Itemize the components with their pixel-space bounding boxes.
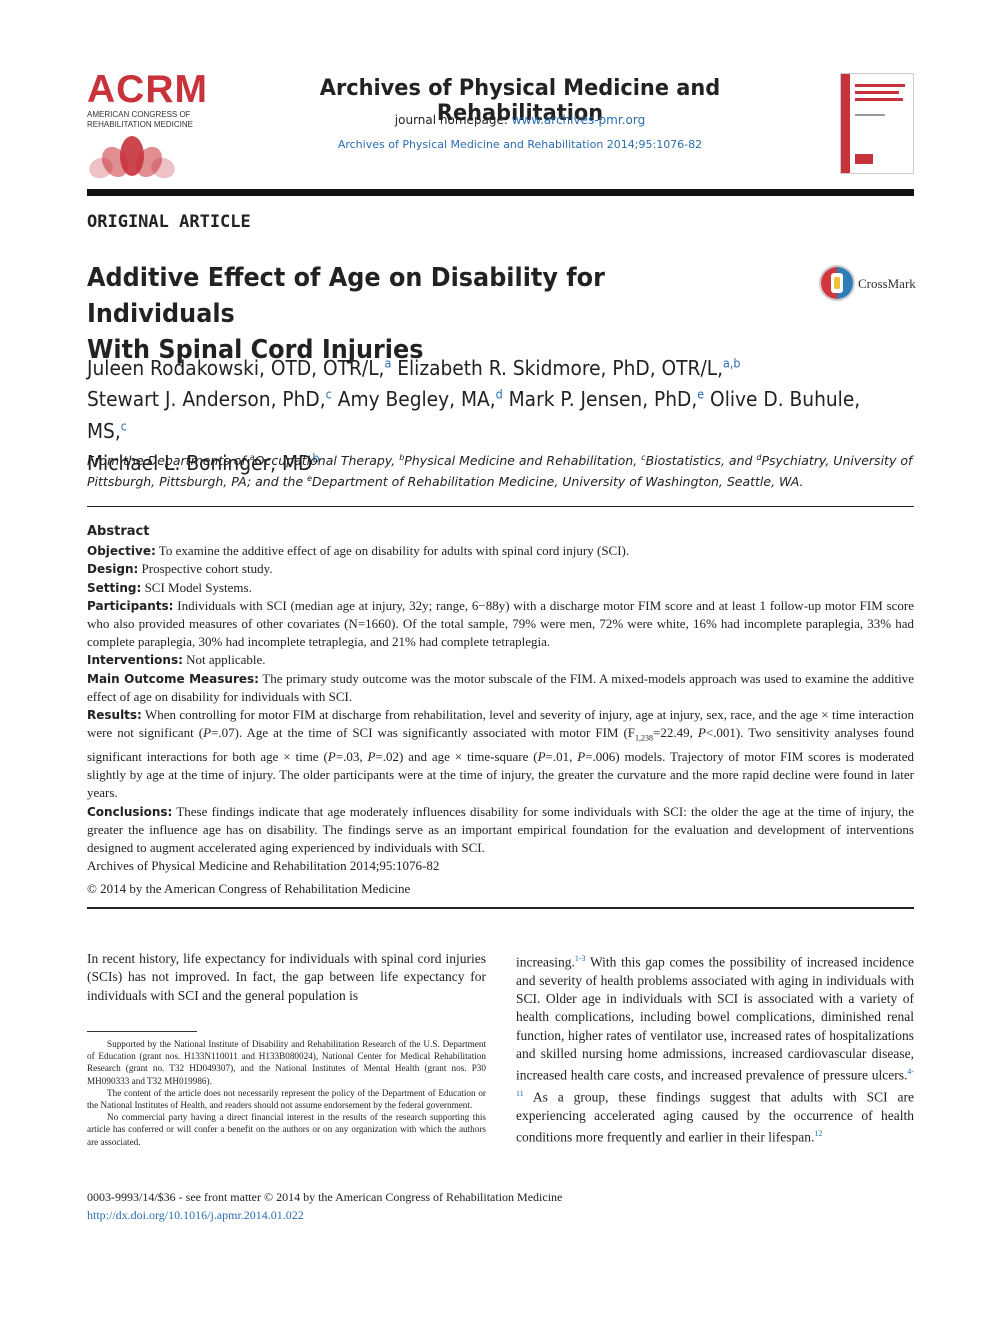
ref-link-4-11[interactable]: 4-11 <box>516 1067 914 1099</box>
journal-title: Archives of Physical Medicine and Rehabi… <box>319 76 721 126</box>
crossmark-icon <box>819 265 855 301</box>
ref-link-1-3[interactable]: 1-3 <box>574 954 586 963</box>
homepage-link[interactable]: www.archives-pmr.org <box>511 113 646 127</box>
title-line-1: Additive Effect of Age on Disability for… <box>87 263 605 329</box>
logo-line2: REHABILITATION MEDICINE <box>87 120 193 129</box>
abstract-participants: Participants: Individuals with SCI (medi… <box>87 597 914 650</box>
affiliations: From the Departments of aOccupational Th… <box>87 453 913 490</box>
title-line-2: With Spinal Cord Injuries <box>87 335 424 365</box>
acrm-logo: ACRM AMERICAN CONGRESS OF REHABILITATION… <box>87 68 217 182</box>
footnote-rule <box>87 1031 197 1032</box>
crossmark-label: CrossMark <box>858 276 916 291</box>
header-rule <box>87 189 914 196</box>
abstract-results: Results: When controlling for motor FIM … <box>87 707 914 801</box>
journal-cover-thumbnail[interactable] <box>840 73 914 174</box>
abstract-heading: Abstract <box>87 524 150 539</box>
logo-acronym: ACRM <box>87 68 208 111</box>
abstract: Abstract Objective: To examine the addit… <box>87 523 914 899</box>
abstract-conclusions: Conclusions: These findings indicate tha… <box>87 803 914 856</box>
abstract-copyright: © 2014 by the American Congress of Rehab… <box>87 881 411 897</box>
abstract-citation: Archives of Physical Medicine and Rehabi… <box>87 858 440 874</box>
footnote-conflict: No commercial party having a direct fina… <box>87 1112 486 1147</box>
author-2: Elizabeth R. Skidmore, PhD, OTR/L,a,b <box>397 355 741 380</box>
author-4: Amy Begley, MA,d <box>337 387 503 412</box>
author-6: Olive D. Buhule, MS,c <box>87 387 861 443</box>
journal-citation-link[interactable]: Archives of Physical Medicine and Rehabi… <box>337 138 703 151</box>
abstract-interventions: Interventions: Not applicable. <box>87 652 266 668</box>
homepage-label: journal homepage: <box>394 113 512 127</box>
author-7: Michael L. Boninger, MDb <box>87 450 320 475</box>
footnote-funding: Supported by the National Institute of D… <box>87 1039 486 1086</box>
abstract-setting: Setting: SCI Model Systems. <box>87 579 252 595</box>
body-right-column: increasing.1-3 With this gap comes the p… <box>516 954 914 1145</box>
footnotes: Supported by the National Institute of D… <box>87 1038 486 1148</box>
article-type: ORIGINAL ARTICLE <box>87 212 251 232</box>
doi-link[interactable]: http://dx.doi.org/10.1016/j.apmr.2014.01… <box>87 1208 304 1222</box>
journal-homepage: journal homepage: www.archives-pmr.org <box>225 113 815 127</box>
abstract-design: Design: Prospective cohort study. <box>87 561 273 577</box>
body-left-column: In recent history, life expectancy for i… <box>87 951 486 1003</box>
abstract-outcome: Main Outcome Measures: The primary study… <box>87 670 914 704</box>
crossmark-badge[interactable]: CrossMark <box>818 264 918 304</box>
footnote-disclaimer: The content of the article does not nece… <box>87 1087 486 1111</box>
author-3: Stewart J. Anderson, PhD,c <box>87 387 332 412</box>
abstract-bottom-rule <box>87 907 914 909</box>
author-list: Juleen Rodakowski, OTD, OTR/L,a Elizabet… <box>87 350 878 477</box>
lotus-icon <box>89 136 175 179</box>
article-title: Additive Effect of Age on Disability for… <box>87 260 731 368</box>
abstract-top-rule <box>87 506 914 507</box>
logo-line1: AMERICAN CONGRESS OF <box>87 110 191 119</box>
logo-subtitle: AMERICAN CONGRESS OF REHABILITATION MEDI… <box>87 110 217 130</box>
author-5: Mark P. Jensen, PhD,e <box>508 387 705 412</box>
ref-link-12[interactable]: 12 <box>814 1129 823 1139</box>
issn-line: 0003-9993/14/$36 - see front matter © 20… <box>87 1190 563 1204</box>
abstract-objective: Objective: To examine the additive effec… <box>87 543 630 559</box>
author-1: Juleen Rodakowski, OTD, OTR/L,a <box>87 355 392 380</box>
